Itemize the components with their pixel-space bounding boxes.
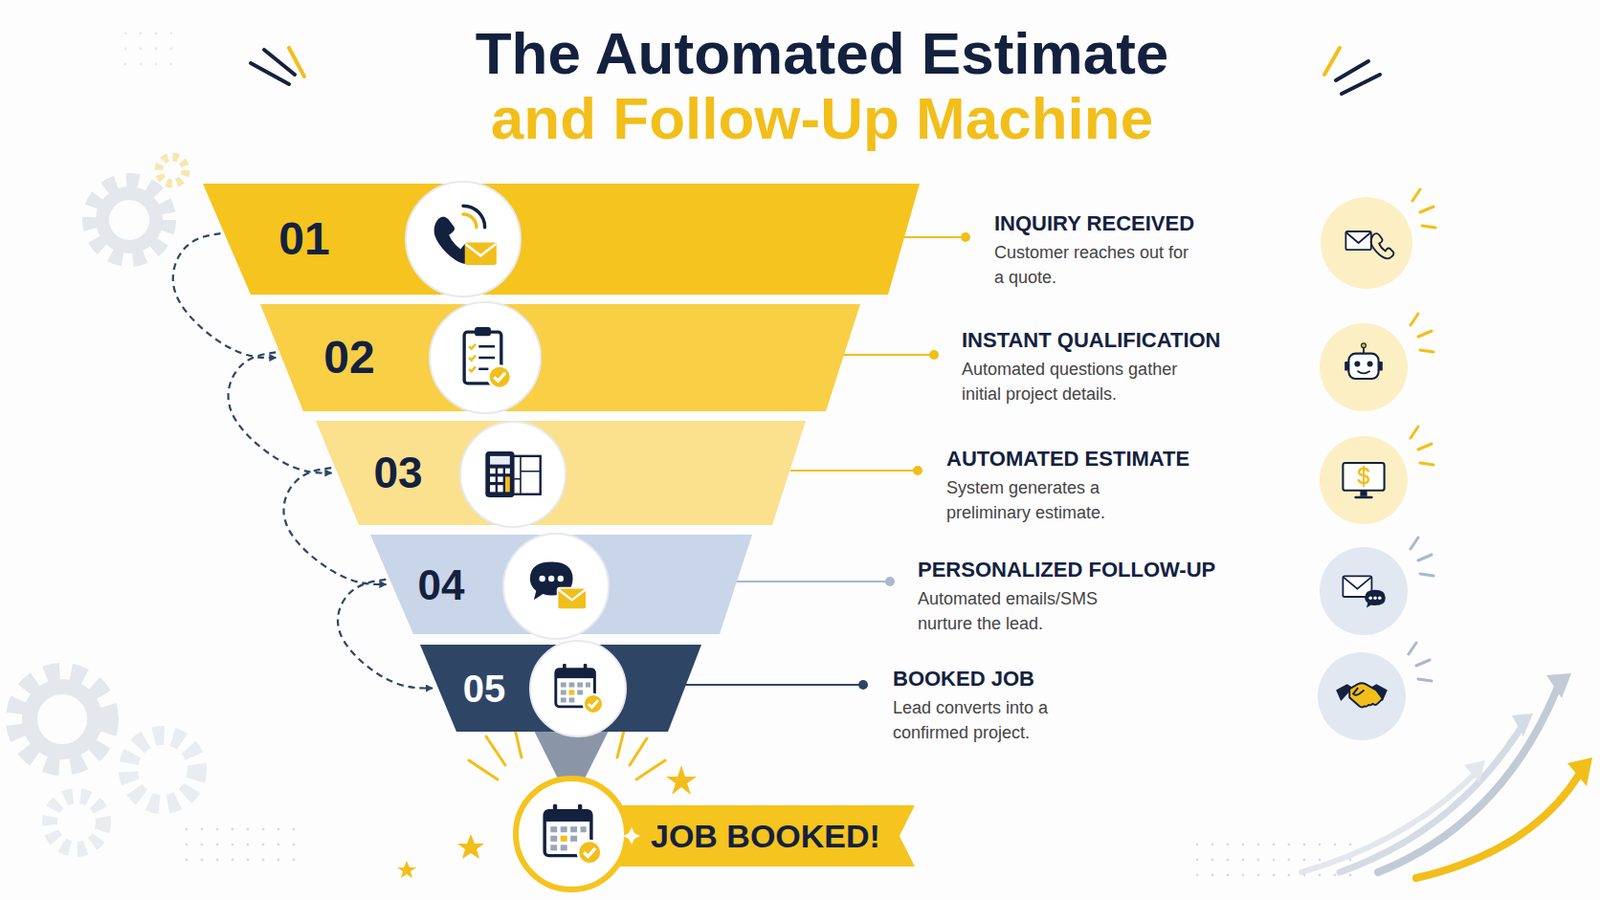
step-description: Customer reaches out for a quote. bbox=[994, 240, 1191, 290]
gears bbox=[18, 156, 198, 850]
icon-circle bbox=[530, 641, 626, 737]
ribbon-sparkle bbox=[622, 827, 641, 845]
funnel-band: 04PERSONALIZED FOLLOW-UPAutomated emails… bbox=[370, 534, 753, 635]
step-number: 05 bbox=[426, 666, 542, 712]
step-heading: AUTOMATED ESTIMATE bbox=[946, 445, 1190, 473]
band-trapezoid bbox=[202, 183, 920, 295]
step-icon bbox=[530, 561, 587, 609]
step-description: Lead converts into a confirmed project. bbox=[892, 695, 1089, 746]
funnel-band: 03AUTOMATED ESTIMATESystem generates a p… bbox=[315, 421, 806, 526]
step-description: System generates a preliminary estimate. bbox=[946, 475, 1143, 526]
step-heading: PERSONALIZED FOLLOW-UP bbox=[917, 556, 1216, 584]
step-number: 01 bbox=[246, 212, 362, 266]
step-icon bbox=[555, 664, 603, 714]
step-icon bbox=[464, 327, 512, 389]
band-shape bbox=[420, 644, 702, 733]
icon-circle bbox=[405, 181, 521, 297]
step-heading: BOOKED JOB bbox=[892, 666, 1035, 693]
step-description: Automated questions gather initial proje… bbox=[961, 356, 1213, 407]
icon-circle bbox=[503, 533, 609, 640]
icon-circle bbox=[460, 422, 566, 528]
funnel-band: 01INQUIRY RECEIVEDCustomer reaches out f… bbox=[202, 183, 920, 295]
result-circle bbox=[515, 778, 627, 890]
title: The Automated Estimate and Follow-Up Mac… bbox=[295, 21, 1349, 152]
step-icon bbox=[434, 205, 497, 266]
side-icons bbox=[1317, 189, 1436, 741]
step-number: 04 bbox=[383, 560, 499, 610]
step-heading: INQUIRY RECEIVED bbox=[994, 210, 1195, 238]
step-number: 03 bbox=[340, 447, 456, 499]
banner-label: JOB BOOKED! bbox=[650, 817, 881, 856]
funnel-band: 02INSTANT QUALIFICATIONAutomated questio… bbox=[260, 304, 861, 412]
result-banner: JOB BOOKED! bbox=[511, 777, 919, 893]
step-heading: INSTANT QUALIFICATION bbox=[961, 327, 1222, 355]
band-trapezoid bbox=[260, 304, 861, 412]
ribbon bbox=[607, 805, 915, 867]
growth-arrows bbox=[1301, 673, 1593, 879]
step-description: Automated emails/SMS nurture the lead. bbox=[917, 586, 1124, 637]
down-arrow bbox=[567, 735, 577, 772]
funnel-band: 05BOOKED JOBLead converts into a confirm… bbox=[420, 644, 702, 733]
calendar-icon bbox=[544, 804, 601, 866]
dot-grids bbox=[114, 28, 1359, 881]
icon-circle bbox=[429, 302, 541, 414]
step-icon bbox=[485, 451, 540, 498]
step-number: 02 bbox=[291, 331, 407, 384]
